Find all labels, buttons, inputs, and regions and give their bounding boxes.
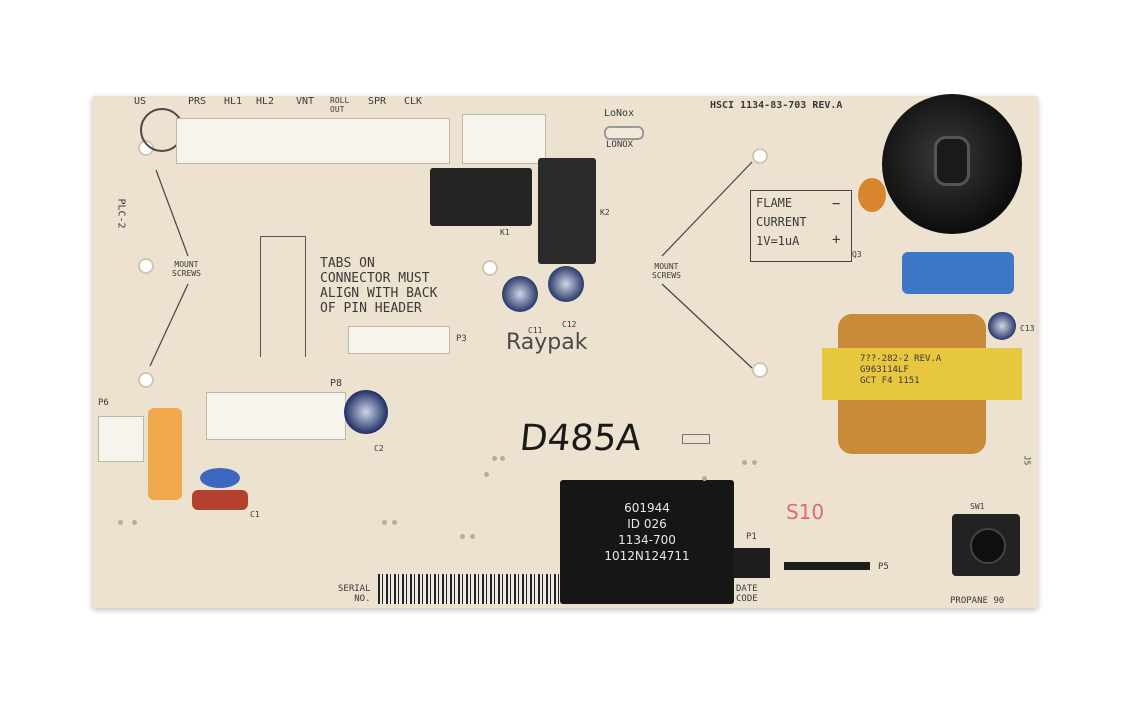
pressure-switch-port [934, 136, 970, 186]
connector-label-spr: SPR [368, 96, 387, 107]
capacitor-c11 [502, 276, 538, 312]
mount-screws-left-line-1: MOUNT [174, 260, 199, 269]
mount-screws-left-line-2: SCREWS [172, 269, 201, 278]
capacitor-c13-label: C13 [1020, 324, 1035, 333]
relay-k1-label: K1 [500, 228, 510, 237]
flame-plus-sign: + [832, 232, 841, 248]
mount-hole-top-right [752, 148, 768, 164]
date-code-line-2: CODE [736, 594, 758, 604]
capacitor-c13 [988, 312, 1016, 340]
mount-screws-right-label: MOUNT SCREWS [652, 262, 681, 280]
connector-label-clk: CLK [404, 96, 423, 107]
relay-k2 [538, 158, 596, 264]
mount-hole-mid-left [138, 258, 154, 274]
connector-note-line-2: CONNECTOR MUST [320, 271, 430, 286]
p6-connector [98, 416, 144, 462]
lonox-jumper [604, 126, 644, 140]
connector-label-hl2: HL2 [256, 96, 275, 107]
p3-label: P3 [456, 334, 467, 344]
chip-line-4: 1012N124711 [604, 549, 690, 563]
capacitor-c2 [344, 390, 388, 434]
flame-current-box [750, 190, 852, 262]
lonox-top-label: LoNox [604, 108, 635, 119]
capacitor-c11-label: C11 [528, 326, 543, 335]
serial-barcode [378, 574, 560, 604]
connector-diagram [260, 236, 306, 357]
transformer-line-2: G963114LF [860, 365, 909, 375]
connector-note-line-1: TABS ON [320, 256, 375, 271]
p1-header [734, 548, 770, 578]
j5-label: J5 [1022, 455, 1032, 466]
current-label: CURRENT [756, 215, 807, 229]
q3-label: Q3 [852, 250, 862, 259]
p3-pin-header [348, 326, 450, 354]
mount-arrows-left [149, 161, 753, 369]
capacitor-c12-label: C12 [562, 320, 577, 329]
relay-k1 [430, 168, 532, 226]
mount-screws-left-label: MOUNT SCREWS [172, 260, 201, 278]
mount-screws-right-line-2: SCREWS [652, 271, 681, 280]
connector-label-hl1: HL1 [224, 96, 243, 107]
transformer-label [822, 348, 1022, 400]
flame-minus-sign: − [832, 196, 841, 212]
lonox-bottom-label: LONOX [606, 140, 634, 150]
p5-label: P5 [878, 562, 889, 572]
serial-line-2: NO. [354, 594, 371, 604]
top-connector-labels: PRS HL1 HL2 VNT ROLL OUT SPR CLK [188, 96, 460, 114]
p8-label: P8 [330, 378, 343, 389]
serial-line-1: SERIAL [338, 584, 371, 594]
p8-connector [206, 392, 346, 440]
date-code-label: DATE CODE [736, 584, 758, 604]
connector-label-roll-out: ROLL OUT [330, 96, 350, 114]
orange-capacitor [858, 178, 886, 212]
transformer-line-3: GCT F4 1151 [860, 376, 920, 386]
date-code-line-1: DATE [736, 584, 758, 594]
fuse [148, 408, 182, 500]
handwritten-mark: D485A [517, 418, 644, 459]
capacitor-c1-label: C1 [250, 510, 260, 519]
mount-hole-center [482, 260, 498, 276]
board-part-number: HSCI 1134-83-703 REV.A [710, 100, 843, 111]
connector-label-prs: PRS [188, 96, 207, 107]
mount-hole-right-mid [752, 362, 768, 378]
serial-label: SERIAL NO. [338, 584, 371, 604]
brand-name: Raypak [506, 330, 588, 355]
reset-button-cap[interactable] [970, 528, 1006, 564]
connector-label-vnt: VNT [296, 96, 315, 107]
transformer-line-1: 7??-282-2 REV.A [860, 354, 942, 364]
sw1-label: SW1 [970, 502, 985, 511]
chip-line-2: ID 026 [627, 517, 667, 531]
transformer-text: 7??-282-2 REV.A G963114LF GCT F4 1151 [860, 354, 941, 387]
mount-screws-right-line-1: MOUNT [654, 262, 679, 271]
ratio-label: 1V=1uA [756, 234, 800, 248]
blue-film-capacitor [902, 252, 1014, 294]
p5-header [784, 562, 870, 570]
top-connector-header [176, 118, 450, 164]
ul-mark-text: US [134, 96, 147, 107]
gas-valve-connector [462, 114, 546, 164]
flame-label: FLAME [756, 196, 793, 210]
connector-note-line-4: OF PIN HEADER [320, 301, 422, 316]
circuit-board: US PLC-2 PRS HL1 HL2 VNT ROLL OUT SPR CL… [92, 94, 1038, 608]
connector-note-line-3: ALIGN WITH BACK [320, 286, 438, 301]
main-chip [560, 480, 734, 604]
connector-note: TABS ON CONNECTOR MUST ALIGN WITH BACK O… [320, 256, 437, 316]
mount-hole-lower-left [138, 372, 154, 388]
capacitor-c12 [548, 266, 584, 302]
test-pad [682, 434, 710, 444]
p6-label: P6 [98, 398, 109, 408]
p1-label: P1 [746, 532, 757, 542]
chip-line-1: 601944 [624, 501, 670, 515]
blue-disc-capacitor [200, 468, 240, 488]
flame-current-text: FLAME CURRENT 1V=1uA [756, 194, 807, 251]
chip-line-3: 1134-700 [618, 533, 676, 547]
red-stamp: S10 [786, 500, 825, 524]
red-capacitor [192, 490, 248, 510]
main-chip-text: 601944 ID 026 1134-700 1012N124711 [560, 500, 734, 564]
propane-label: PROPANE 90 [950, 596, 1005, 606]
capacitor-c2-label: C2 [374, 444, 384, 453]
relay-k2-label: K2 [600, 208, 610, 217]
